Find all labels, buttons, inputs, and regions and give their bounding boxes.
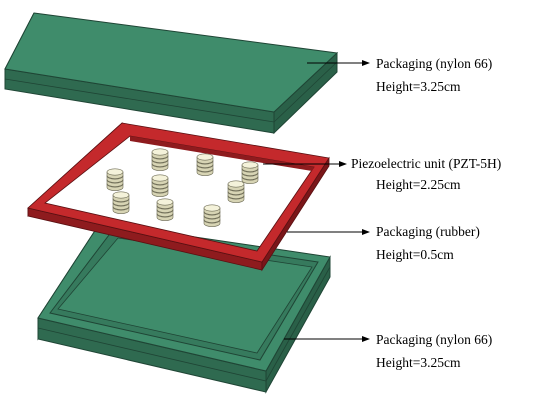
top-slab-top-face: [4, 12, 339, 113]
label-piezo-unit-height: Height=2.25cm: [376, 177, 461, 192]
label-rubber-packaging-name: Packaging (rubber): [376, 224, 480, 239]
bottom-tray-layer-line: [37, 266, 331, 382]
label-top-packaging-height: Height=3.25cm: [376, 79, 461, 94]
label-top-packaging-name: Packaging (nylon 66): [376, 56, 492, 71]
top-packaging-slab: [4, 12, 339, 135]
piezo-disc: [241, 161, 259, 184]
bottom-packaging-tray: [37, 221, 331, 394]
label-bottom-packaging-name: Packaging (nylon 66): [376, 332, 492, 347]
piezo-disc: [203, 204, 221, 227]
labels: Packaging (nylon 66) Height=3.25cm Piezo…: [351, 56, 501, 370]
piezo-disc: [156, 198, 174, 221]
label-arrows: [263, 60, 370, 342]
piezo-disc: [151, 174, 169, 197]
arrow-top-packaging: [307, 60, 370, 66]
arrow-piezo-unit: [263, 161, 347, 167]
arrow-rubber-packaging: [287, 229, 370, 235]
rubber-frame-inner-lip: [130, 136, 314, 171]
piezo-disc: [106, 168, 124, 191]
rubber-frame-top-face: [27, 122, 330, 263]
label-rubber-packaging-height: Height=0.5cm: [376, 247, 454, 262]
rubber-frame: [27, 122, 330, 272]
top-slab-layer-line: [4, 61, 338, 123]
piezoelectric-disc-group: [106, 148, 259, 227]
piezo-disc: [151, 148, 169, 171]
piezo-disc: [227, 180, 245, 203]
arrow-bottom-packaging: [284, 336, 370, 342]
label-piezo-unit-name: Piezoelectric unit (PZT-5H): [351, 156, 501, 171]
label-bottom-packaging-height: Height=3.25cm: [376, 355, 461, 370]
piezo-disc: [112, 191, 130, 214]
piezo-disc: [196, 153, 214, 176]
